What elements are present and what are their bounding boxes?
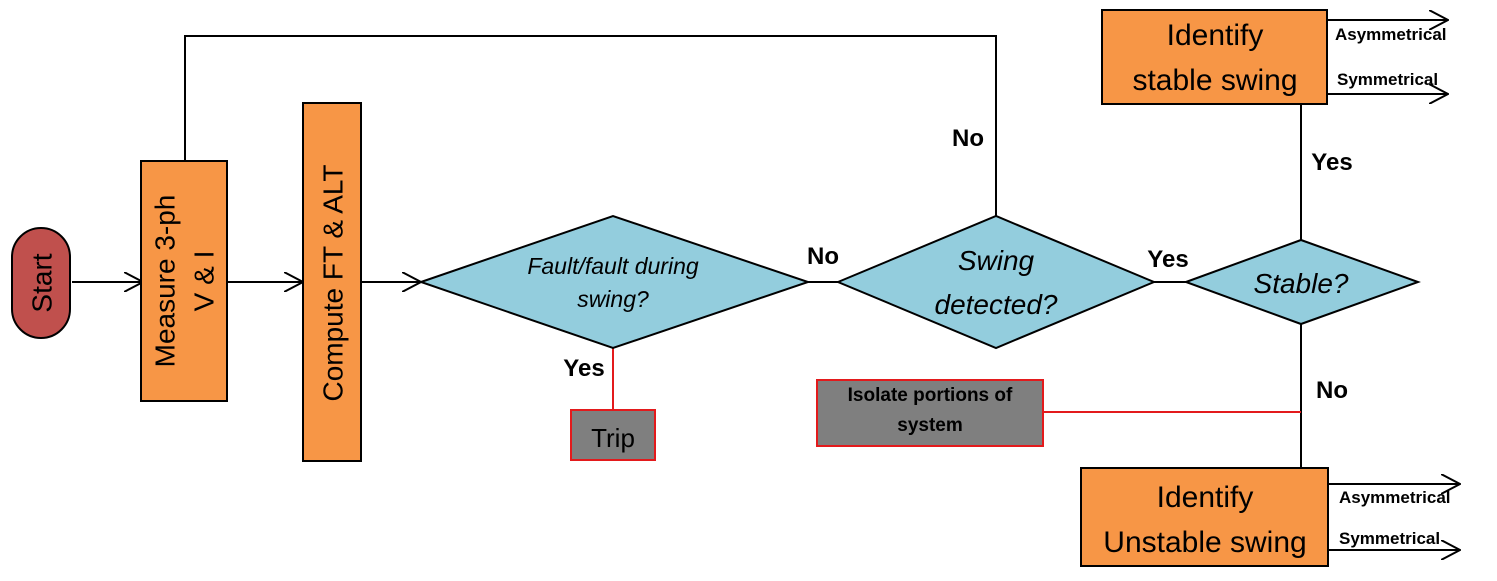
fault-decision: Fault/fault during swing? [417,214,812,350]
fault-decision-line2: swing? [577,286,649,312]
swing-decision-line2: detected? [935,289,1058,320]
trip-label: Trip [591,423,635,453]
stable-swing-label-line1: Identify [1167,19,1264,52]
measure-shape [140,160,228,402]
label-stable-swing-symmetrical: Symmetrical [1337,70,1438,89]
unstable-swing-shape [1080,467,1329,567]
swing-decision: Swing detected? [835,214,1157,350]
fault-decision-line1: Fault/fault during [527,253,699,279]
edge-swing-no-loop [184,35,997,216]
swing-decision-shape [835,214,1157,350]
trip-node: Trip [570,409,656,461]
stable-swing-node: Identify stable swing [1101,9,1328,105]
stable-swing-label-line2: stable swing [1132,64,1297,97]
isolate-node: Isolate portions of system [816,379,1044,447]
compute-shape [302,102,362,462]
stable-swing-shape [1101,9,1328,105]
label-fault-no: No [807,243,839,270]
edge-labels: No Yes No Yes Yes No Asymmetrical Symmet… [563,25,1450,548]
unstable-swing-label-line1: Identify [1157,481,1254,514]
compute-label: Compute FT & ALT [318,164,349,401]
swing-decision-line1: Swing [958,245,1035,276]
red-connectors [612,348,1301,413]
start-shape [11,227,71,339]
stable-decision: Stable? [1183,238,1421,326]
label-swing-no: No [952,125,984,152]
unstable-swing-label-line2: Unstable swing [1103,526,1306,559]
label-swing-yes: Yes [1147,246,1188,273]
trip-shape [570,409,656,461]
label-stable-swing-asymmetrical: Asymmetrical [1335,25,1447,44]
measure-label-line1: Measure 3-ph [150,195,181,368]
label-unstable-swing-symmetrical: Symmetrical [1339,529,1440,548]
measure-node: Measure 3-ph V & I [140,160,228,402]
isolate-shape [816,379,1044,447]
start-node: Start [11,227,71,339]
label-fault-yes: Yes [563,355,604,382]
compute-node: Compute FT & ALT [302,102,362,462]
label-stable-no: No [1316,377,1348,404]
isolate-label-line1: Isolate portions of [848,385,1013,406]
stable-decision-label: Stable? [1254,268,1349,299]
label-stable-yes: Yes [1311,149,1352,176]
start-label: Start [27,253,58,312]
measure-label-line2: V & I [189,251,220,312]
connectors [72,20,1460,550]
fault-decision-shape [417,214,812,350]
isolate-label-line2: system [897,415,963,436]
stable-decision-shape [1183,238,1421,326]
label-unstable-swing-asymmetrical: Asymmetrical [1339,488,1451,507]
unstable-swing-node: Identify Unstable swing [1080,467,1329,567]
